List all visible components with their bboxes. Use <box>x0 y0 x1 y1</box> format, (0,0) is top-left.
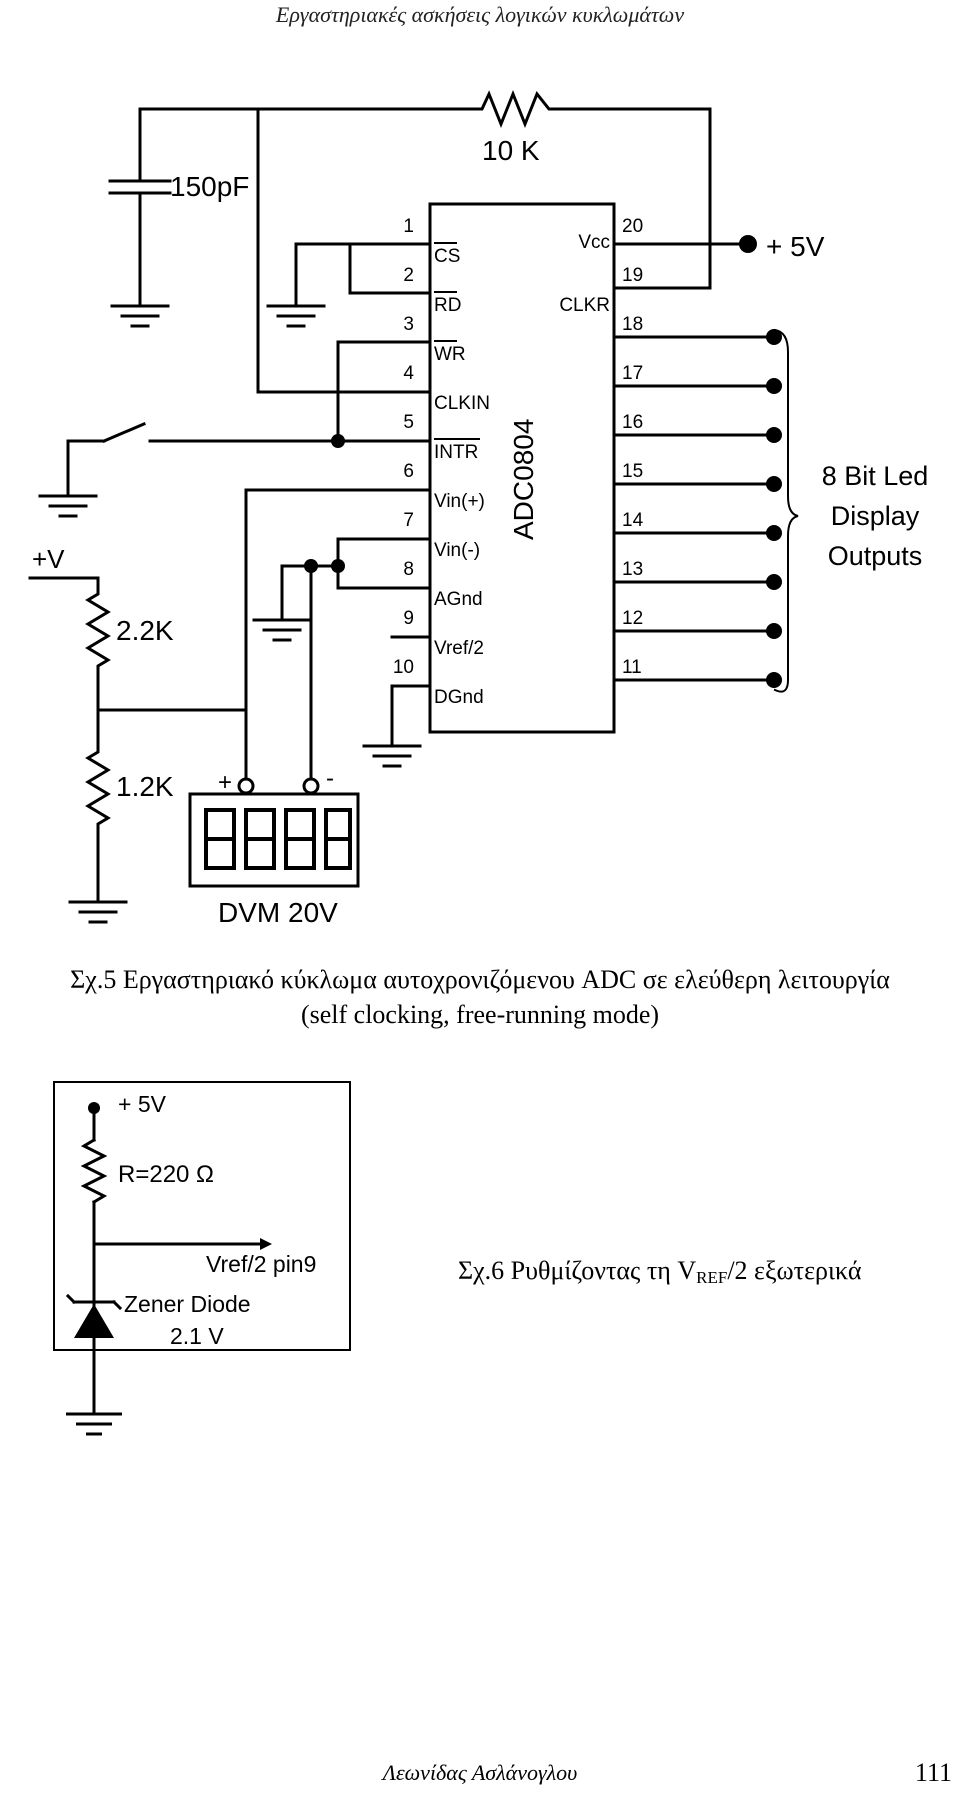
right-pin-number: 14 <box>622 510 644 531</box>
ground-symbol <box>38 494 98 518</box>
figure5-caption-subtitle: (self clocking, free-running mode) <box>300 1000 660 1029</box>
supply-terminal <box>88 1102 100 1114</box>
outputs-brace <box>773 328 799 693</box>
dvm-digits <box>204 808 352 870</box>
right-pin-number: 17 <box>622 363 643 384</box>
right-pin-number: 18 <box>622 314 643 335</box>
ground-symbol <box>252 618 312 642</box>
resistor-220 <box>80 1137 108 1205</box>
left-pin-name: CS <box>434 246 460 267</box>
start-switch <box>66 422 340 498</box>
ground-symbol <box>66 1412 122 1436</box>
right-pin-number: 15 <box>622 461 643 482</box>
left-pin-number: 8 <box>403 559 414 580</box>
r-upper-label: 2.2K <box>116 615 174 646</box>
adc0804-chip-body <box>428 202 616 734</box>
left-pin-name: Vin(-) <box>434 540 480 561</box>
figure6-caption: Σχ.6 Ρυθμίζοντας τη VREF/2 εξωτερικά <box>458 1256 862 1287</box>
left-pin-name: WR <box>434 344 466 365</box>
junction-dot <box>331 559 345 573</box>
left-pin-number: 2 <box>403 265 414 286</box>
supply-terminal <box>739 235 757 253</box>
ground-symbol <box>68 900 128 924</box>
plus-v-label: +V <box>32 544 65 574</box>
fig6-resistor-label: R=220 Ω <box>118 1161 214 1188</box>
capacitor-label: 150pF <box>170 171 249 202</box>
right-pin-number: 16 <box>622 412 643 433</box>
right-pin-number: 12 <box>622 608 643 629</box>
resistor-2-2k <box>85 576 111 712</box>
dvm-meter <box>188 792 360 888</box>
left-pin-number: 10 <box>393 657 414 678</box>
running-header: Εργαστηριακές ασκήσεις λογικών κυκλωμάτω… <box>275 2 685 27</box>
dvm-plus-terminal <box>237 777 255 795</box>
ground-symbol <box>110 304 170 328</box>
left-pin-number: 5 <box>403 412 414 433</box>
page-number: 111 <box>914 1758 952 1787</box>
capacitor-150pf <box>108 107 172 308</box>
right-pin-number: 19 <box>622 265 643 286</box>
right-pin-name: Vcc <box>578 232 610 253</box>
left-pin-name: INTR <box>434 442 478 463</box>
left-pin-name: RD <box>434 295 461 316</box>
dvm-minus-terminal <box>302 777 320 795</box>
left-pin-number: 4 <box>403 363 414 384</box>
fig6-zener-label-line1: Zener Diode <box>124 1291 251 1317</box>
left-pin-number: 6 <box>403 461 414 482</box>
output-lines <box>612 335 776 682</box>
left-pin-name: Vin(+) <box>434 491 485 512</box>
fig6-supply-label: + 5V <box>118 1091 167 1117</box>
dvm-minus-label: - <box>326 765 334 792</box>
left-pin-name: Vref/2 <box>434 638 484 659</box>
left-pin-number: 3 <box>403 314 414 335</box>
output-terminals <box>766 329 782 688</box>
vref-arrow-icon <box>260 1238 272 1250</box>
ground-symbol <box>362 744 422 768</box>
fig6-vref-label: Vref/2 pin9 <box>206 1251 316 1277</box>
fig6-zener-label-line2: 2.1 V <box>170 1323 224 1349</box>
supply-label: + 5V <box>766 231 825 262</box>
left-pin-number: 9 <box>403 608 414 629</box>
right-pin-number: 13 <box>622 559 643 580</box>
ground-symbol <box>266 304 326 328</box>
outputs-label-line2: Display <box>831 501 920 531</box>
chip-name: ADC0804 <box>508 419 539 540</box>
right-pin-number: 11 <box>622 657 642 678</box>
figure5-caption: Σχ.5 Εργαστηριακό κύκλωμα αυτοχρονιζόμεν… <box>70 965 890 994</box>
right-pin-number: 20 <box>622 216 643 237</box>
dvm-plus-label: + <box>218 769 232 796</box>
footer-author: Λεωνίδας Ασλάνογλου <box>382 1760 578 1785</box>
resistor-1-2k <box>85 708 111 904</box>
zener-diode <box>65 1293 123 1311</box>
left-pin-number: 7 <box>403 510 414 531</box>
right-pin-name: CLKR <box>559 295 610 316</box>
left-pin-name: DGnd <box>434 687 484 708</box>
r-lower-label: 1.2K <box>116 771 174 802</box>
left-pin-name: CLKIN <box>434 393 490 414</box>
left-pin-number: 1 <box>403 216 414 237</box>
resistor-10k-label: 10 K <box>482 135 540 166</box>
left-pin-name: AGnd <box>434 589 483 610</box>
figure6-frame <box>53 1081 351 1351</box>
junction-dot <box>304 559 318 573</box>
resistor-10k <box>138 89 712 129</box>
junction-dot <box>331 434 345 448</box>
outputs-label-line3: Outputs <box>828 541 923 571</box>
zener-triangle <box>74 1304 114 1338</box>
outputs-label-line1: 8 Bit Led <box>822 461 929 491</box>
dvm-label: DVM 20V <box>218 897 338 928</box>
